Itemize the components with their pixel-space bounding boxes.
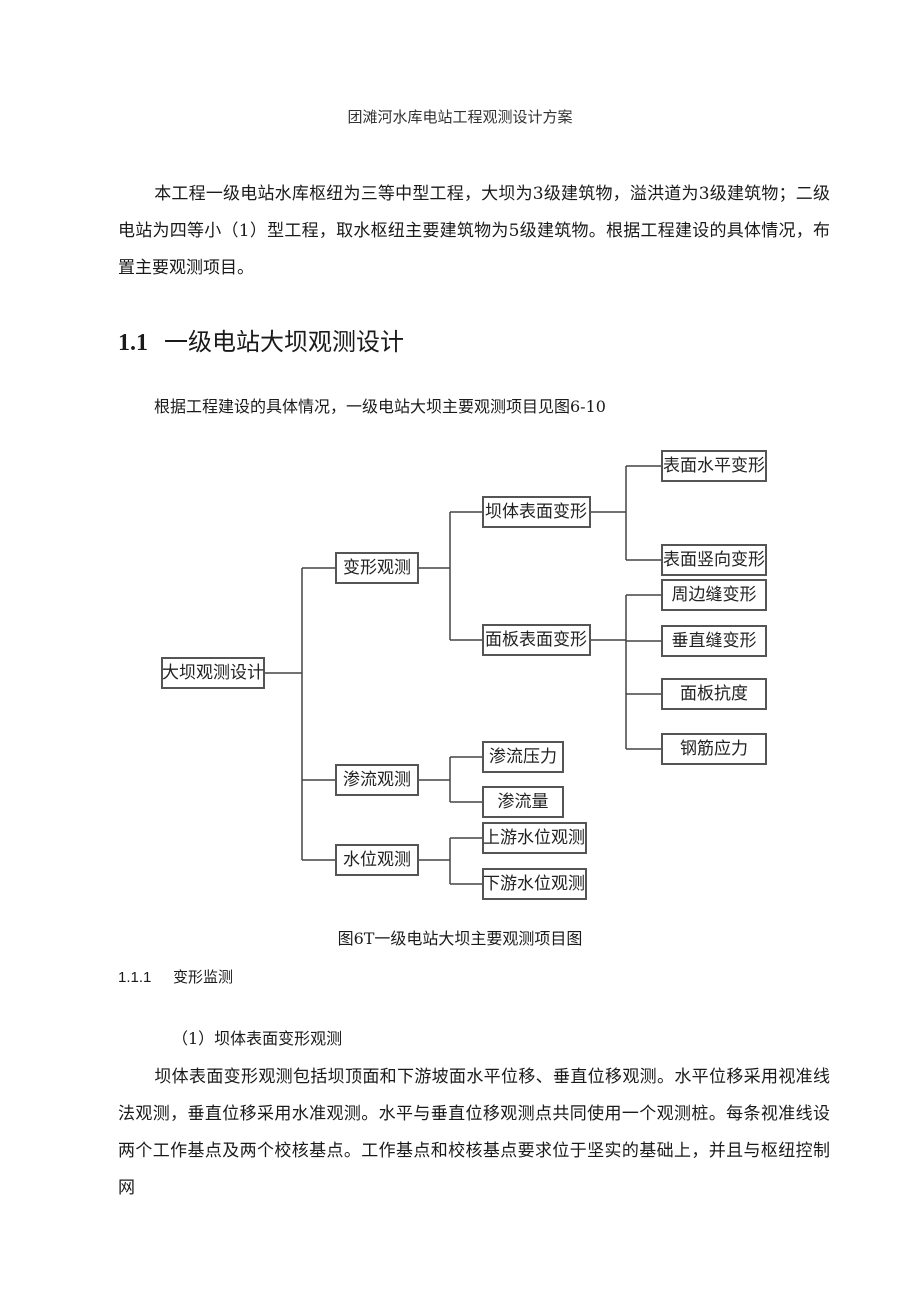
subsection-title: 变形监测: [173, 968, 234, 986]
diagram-connectors: [264, 465, 662, 885]
page-header: 团滩河水库电站工程观测设计方案: [347, 108, 573, 126]
node-downstream-level: 下游水位观测: [482, 868, 587, 900]
svg-text:渗流量: 渗流量: [498, 792, 549, 812]
svg-text:水位观测: 水位观测: [343, 850, 411, 870]
figure-caption: 图6T一级电站大坝主要观测项目图: [337, 929, 583, 948]
svg-text:下游水位观测: 下游水位观测: [483, 874, 585, 894]
node-panel-surface: 面板表面变形: [482, 624, 591, 656]
svg-text:垂直缝变形: 垂直缝变形: [672, 631, 757, 651]
svg-text:周边缝变形: 周边缝变形: [672, 585, 757, 605]
node-rebar-stress: 钢筋应力: [661, 733, 767, 765]
node-seepage: 渗流观测: [335, 764, 419, 796]
item-title: （1）坝体表面变形观测: [172, 1029, 343, 1048]
node-dam-surface: 坝体表面变形: [482, 496, 591, 528]
node-vertical-joint: 垂直缝变形: [661, 625, 767, 657]
section-intro: 根据工程建设的具体情况，一级电站大坝主要观测项目见图6-10: [154, 397, 606, 416]
section-title: 一级电站大坝观测设计: [164, 328, 404, 356]
observation-tree-diagram: 大坝观测设计 变形观测 渗流观测 水位观测 坝体表面变形 面板表面变形 渗流压力…: [161, 450, 767, 900]
node-root: 大坝观测设计: [161, 657, 265, 689]
svg-text:面板表面变形: 面板表面变形: [485, 630, 587, 650]
body-paragraph: 坝体表面变形观测包括坝顶面和下游坡面水平位移、垂直位移观测。水平位移采用视准线法…: [118, 1067, 830, 1198]
node-surface-horizontal: 表面水平变形: [661, 450, 767, 482]
section-number: 1.1: [118, 330, 148, 356]
svg-text:钢筋应力: 钢筋应力: [680, 739, 748, 759]
svg-text:坝体表面变形: 坝体表面变形: [485, 502, 587, 522]
node-perimeter-joint: 周边缝变形: [661, 579, 767, 611]
svg-text:表面水平变形: 表面水平变形: [663, 456, 765, 476]
node-water-level: 水位观测: [335, 844, 419, 876]
node-deformation: 变形观测: [335, 552, 419, 584]
svg-text:渗流压力: 渗流压力: [489, 747, 557, 767]
subsection-heading: 1.1.1 变形监测: [118, 966, 233, 987]
svg-text:表面竖向变形: 表面竖向变形: [663, 550, 765, 570]
node-seepage-flow: 渗流量: [482, 786, 564, 818]
node-seepage-pressure: 渗流压力: [482, 741, 564, 773]
svg-text:变形观测: 变形观测: [343, 558, 411, 578]
section-heading: 1.1 一级电站大坝观测设计: [118, 322, 404, 357]
svg-text:面板抗度: 面板抗度: [680, 684, 748, 704]
svg-text:渗流观测: 渗流观测: [343, 770, 411, 790]
node-upstream-level: 上游水位观测: [482, 822, 587, 854]
subsection-number: 1.1.1: [118, 969, 152, 986]
node-surface-vertical: 表面竖向变形: [661, 544, 767, 576]
svg-text:大坝观测设计: 大坝观测设计: [162, 663, 264, 683]
node-panel-deflection: 面板抗度: [661, 678, 767, 710]
svg-text:上游水位观测: 上游水位观测: [483, 828, 585, 848]
intro-paragraph: 本工程一级电站水库枢纽为三等中型工程，大坝为3级建筑物，溢洪道为3级建筑物；二级…: [118, 184, 830, 278]
